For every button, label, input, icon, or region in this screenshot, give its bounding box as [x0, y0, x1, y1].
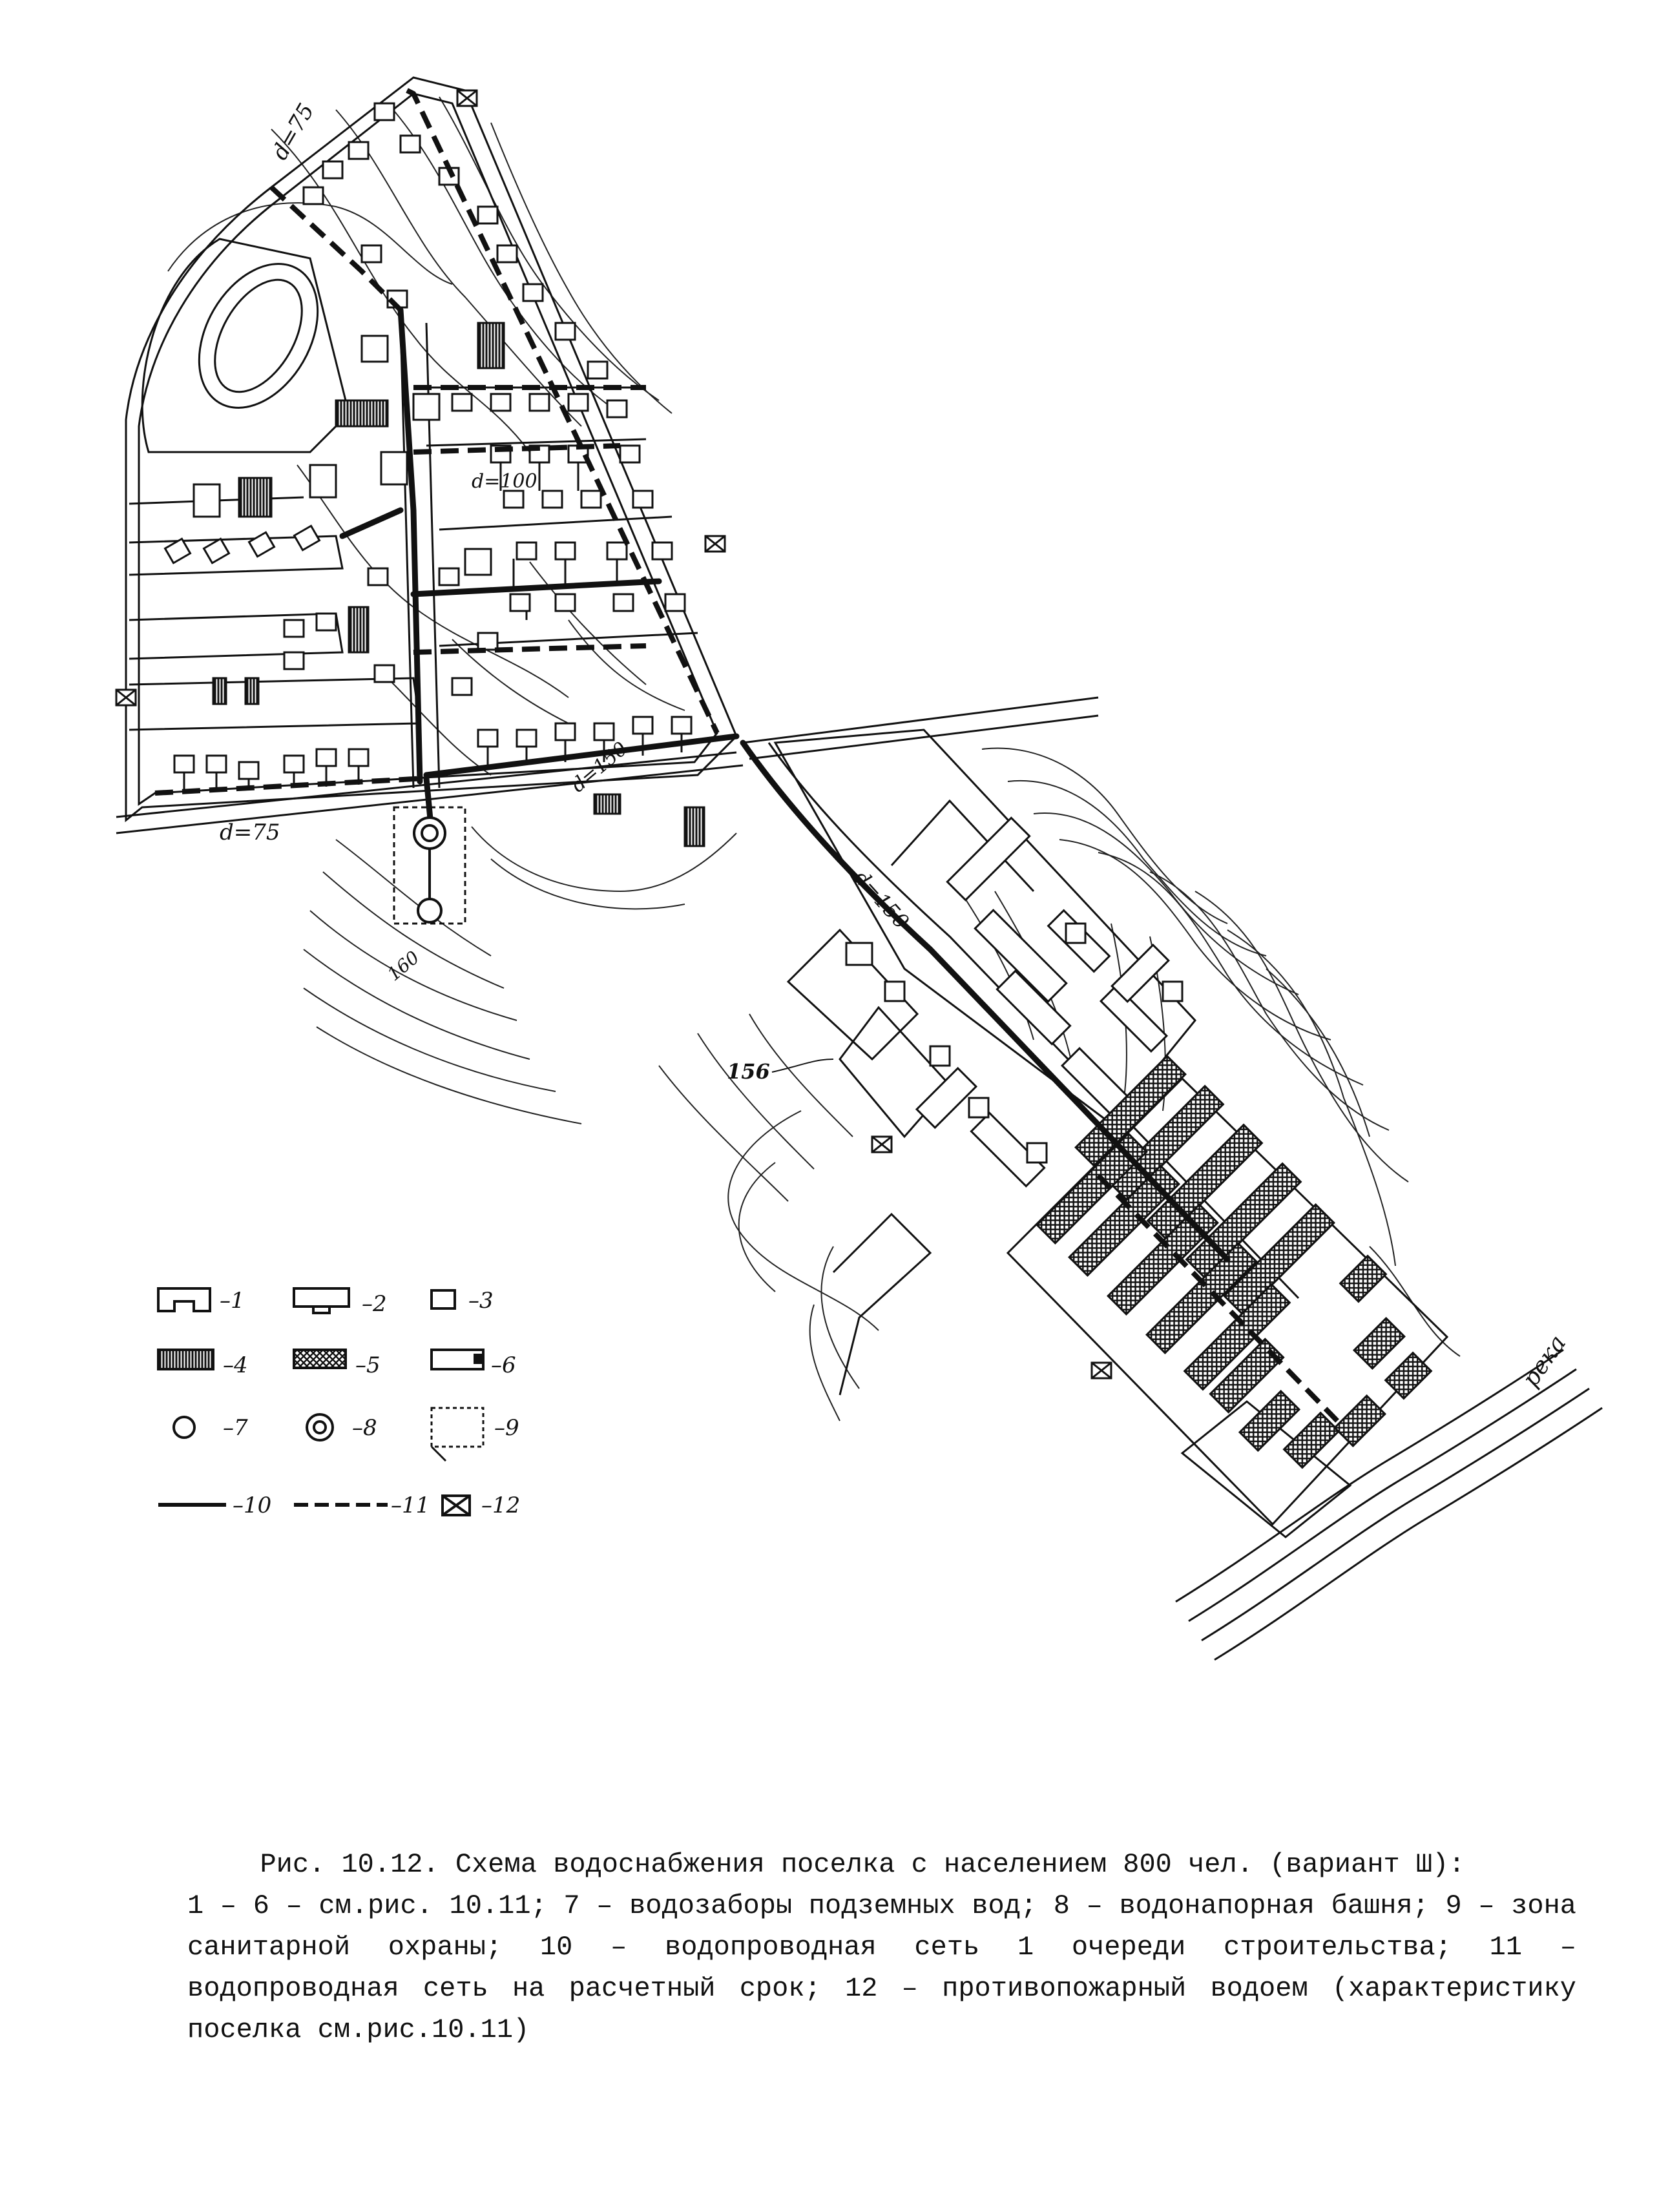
- map-labels: d=75 d=100 d=150 d=150 d=75 160 156 река: [220, 99, 1571, 1392]
- legend-item-6: –6: [430, 1349, 516, 1378]
- public-buildings: [193, 322, 705, 847]
- fire-ponds: [115, 89, 1112, 1380]
- svg-text:–5: –5: [355, 1352, 381, 1378]
- svg-text:–10: –10: [233, 1493, 271, 1518]
- label-d100: d=100: [472, 470, 537, 493]
- legend-item-1: –1: [157, 1287, 245, 1314]
- residential-houses: [163, 102, 693, 780]
- legend-item-11: –11: [294, 1493, 430, 1518]
- label-d150-road: d=150: [849, 865, 914, 934]
- svg-text:–11: –11: [391, 1493, 430, 1518]
- label-river: река: [1517, 1330, 1572, 1392]
- water-main-design-period: [154, 88, 1339, 1423]
- legend-item-12: –12: [441, 1493, 520, 1518]
- fire-pond-icon: [1090, 1361, 1112, 1380]
- legend-item-7: –7: [172, 1415, 248, 1441]
- label-elevation-160: 160: [383, 947, 423, 986]
- svg-text:–9: –9: [494, 1415, 519, 1441]
- legend-item-10: –10: [158, 1493, 271, 1518]
- service-connections: [183, 462, 683, 791]
- caption-title: Рис. 10.12. Схема водоснабжения поселка …: [260, 1849, 1465, 1880]
- legend-item-5: –5: [293, 1349, 381, 1378]
- label-d150-mid: d=150: [567, 738, 632, 797]
- fire-pond-icon: [704, 535, 726, 553]
- industrial-buildings: [845, 816, 1184, 1188]
- fire-pond-icon: [871, 1135, 893, 1153]
- caption-legend-text: 1 – 6 – см.рис. 10.11; 7 – водозаборы по…: [187, 1890, 1576, 2045]
- label-d75-bottom: d=75: [220, 820, 280, 845]
- water-tower-icon: [413, 816, 446, 850]
- svg-text:–7: –7: [223, 1415, 248, 1441]
- legend: –1 –2 –3 –4 –5 –6 –7: [157, 1287, 520, 1518]
- sanitary-protection-zone: [393, 806, 466, 925]
- fire-pond-icon: [115, 688, 137, 707]
- livestock-buildings: [1036, 1055, 1433, 1469]
- svg-text:–12: –12: [481, 1493, 520, 1518]
- svg-text:–6: –6: [491, 1352, 516, 1378]
- groundwater-well-icon: [417, 898, 443, 924]
- svg-text:–1: –1: [220, 1288, 245, 1314]
- legend-item-8: –8: [306, 1413, 377, 1442]
- water-supply-plan: d=75 d=100 d=150 d=150 d=75 160 156 река…: [115, 76, 1603, 1661]
- svg-text:–8: –8: [352, 1415, 377, 1441]
- svg-text:–3: –3: [468, 1288, 494, 1314]
- legend-item-2: –2: [293, 1287, 387, 1317]
- fire-pond-icon: [456, 89, 478, 107]
- svg-text:–4: –4: [223, 1352, 248, 1378]
- svg-text:–2: –2: [362, 1291, 387, 1317]
- legend-item-9: –9: [430, 1407, 519, 1462]
- river: [1175, 1349, 1603, 1661]
- water-main-stage-1: [339, 307, 1231, 1263]
- legend-item-3: –3: [430, 1288, 494, 1314]
- label-elevation-156: 156: [727, 1059, 770, 1084]
- legend-item-4: –4: [157, 1349, 248, 1378]
- figure-caption: Рис. 10.12. Схема водоснабжения поселка …: [149, 1844, 1576, 2051]
- label-d75-top: d=75: [267, 99, 319, 164]
